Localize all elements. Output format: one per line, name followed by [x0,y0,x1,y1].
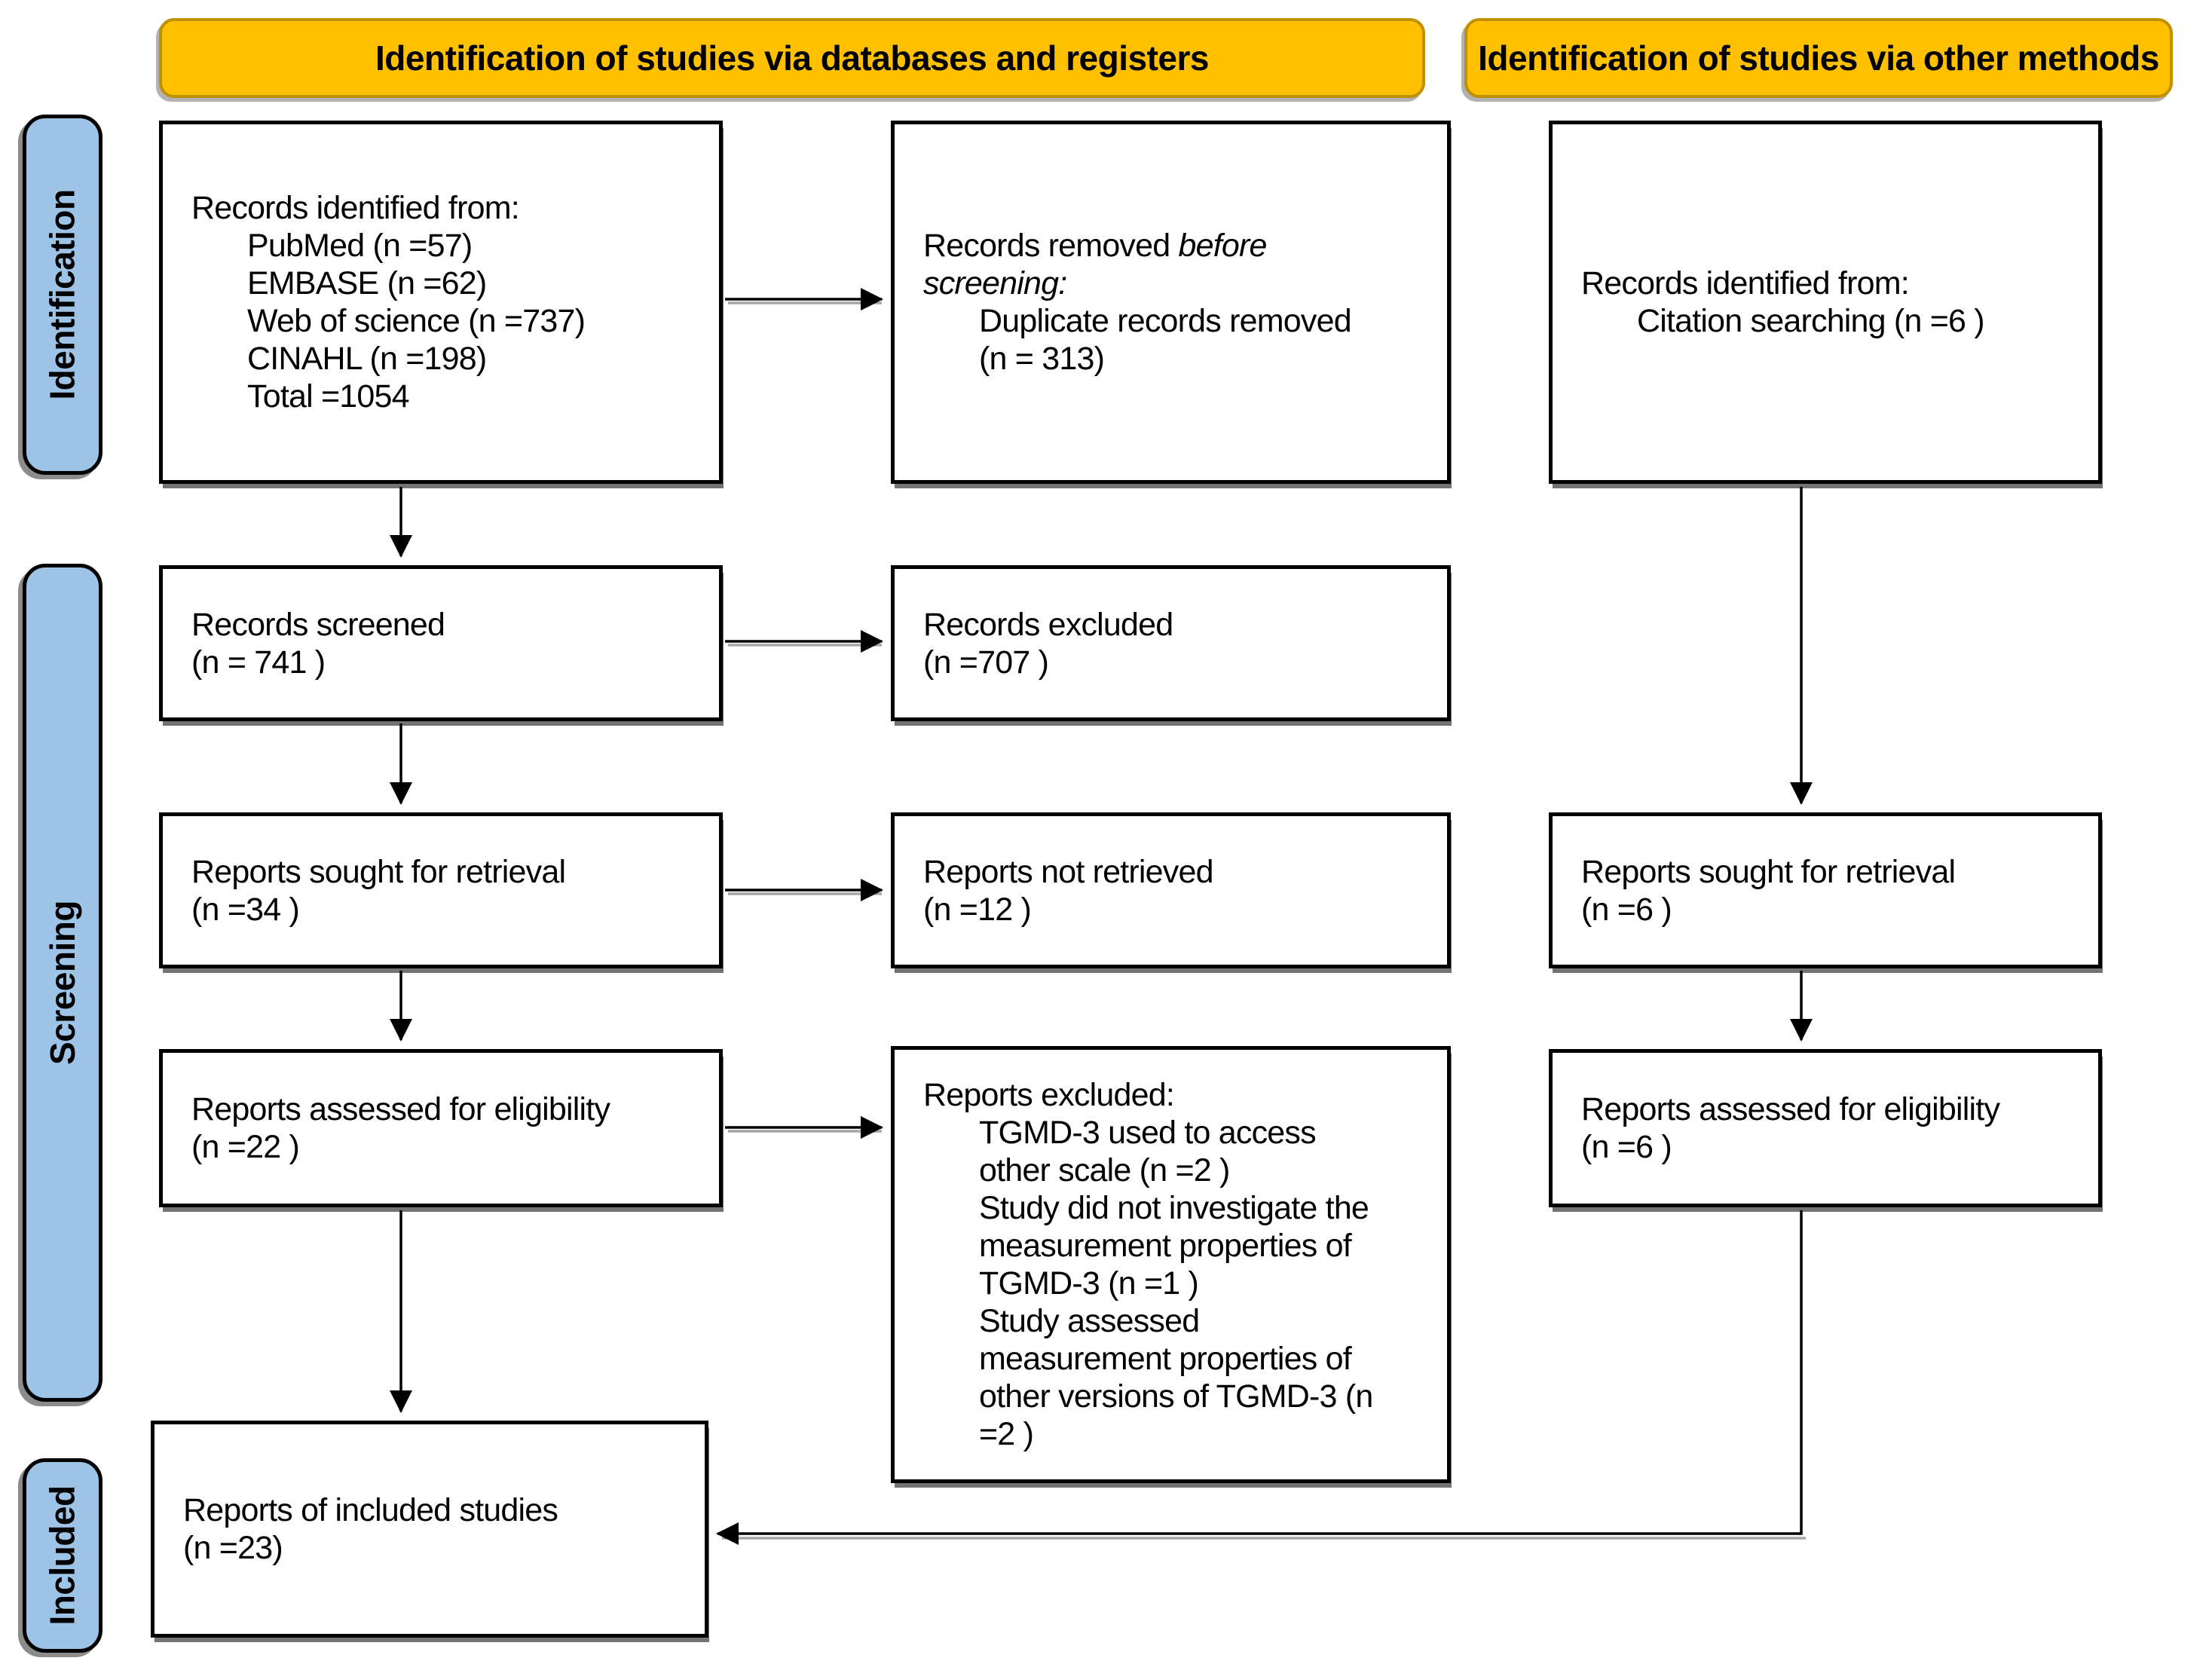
box-text-segment: Records removed [923,228,1179,264]
box-text-line: Reports excluded: [923,1077,1175,1113]
stage-screening: Screening [23,564,102,1402]
box-reports-assessed-databases: Reports assessed for eligibility (n =22 … [159,1049,723,1207]
box-text-line: Records identified from: [191,190,520,226]
box-text-line: (n =6 ) [1581,891,1672,928]
box-text-line: EMBASE (n =62) [247,265,487,301]
box-text-line: =2 ) [979,1416,1034,1452]
box-records-identified-other: Records identified from: Citation search… [1549,121,2102,484]
stage-included-label: Included [43,1485,82,1626]
box-text-line: Records removed before [923,227,1432,265]
stage-identification-label: Identification [43,189,83,400]
box-text-line: Records excluded [923,606,1173,643]
box-text-line: Reports sought for retrieval [191,853,566,890]
box-records-removed-before-screening: Records removed before screening: Duplic… [891,121,1451,484]
box-text-line: Web of science (n =737) [247,303,586,339]
box-text-line: (n =6 ) [1581,1129,1672,1165]
box-reports-sought-databases: Reports sought for retrieval (n =34 ) [159,812,723,968]
box-text-line: Total =1054 [247,378,410,414]
box-reports-included: Reports of included studies (n =23) [151,1421,708,1638]
banner-databases-registers: Identification of studies via databases … [159,18,1425,98]
box-text-line: (n =12 ) [923,891,1032,928]
stage-included: Included [23,1458,102,1653]
box-text-line: Reports sought for retrieval [1581,853,1956,890]
banner-other-methods: Identification of studies via other meth… [1464,18,2173,98]
box-text-line: Study did not investigate the [979,1190,1369,1226]
box-records-identified-databases: Records identified from: PubMed (n =57) … [159,121,723,484]
box-text-line: Reports not retrieved [923,853,1214,890]
box-text-line: other versions of TGMD-3 (n [979,1378,1373,1415]
box-text-line: measurement properties of [979,1341,1352,1377]
box-text-line: Records identified from: [1581,265,1910,301]
box-text-line: Records screened [191,606,445,643]
box-text-line: CINAHL (n =198) [247,341,487,377]
box-text-line: Reports of included studies [183,1492,558,1528]
stage-identification: Identification [23,115,102,475]
box-text-line: Reports assessed for eligibility [1581,1091,2000,1127]
box-text-line: other scale (n =2 ) [979,1152,1230,1188]
box-text-line: TGMD-3 used to access [979,1115,1317,1151]
box-records-screened: Records screened (n = 741 ) [159,565,723,721]
box-records-excluded: Records excluded (n =707 ) [891,565,1451,721]
box-reports-sought-other: Reports sought for retrieval (n =6 ) [1549,812,2102,968]
box-text-line: Citation searching (n =6 ) [1637,303,1985,339]
box-text-line: screening: [923,265,1067,301]
box-text-line: PubMed (n =57) [247,228,473,264]
box-text-line: measurement properties of [979,1228,1352,1264]
box-reports-excluded-reasons: Reports excluded: TGMD-3 used to access … [891,1046,1451,1483]
box-text-segment-italic: before [1178,228,1268,264]
box-text-line: (n =34 ) [191,891,300,928]
stage-screening-label: Screening [43,901,83,1065]
box-reports-not-retrieved: Reports not retrieved (n =12 ) [891,812,1451,968]
box-text-line: (n =22 ) [191,1129,300,1165]
box-text-line: (n = 313) [979,341,1105,377]
box-text-line: (n = 741 ) [191,644,326,681]
box-text-line: (n =707 ) [923,644,1049,681]
box-text-line: Reports assessed for eligibility [191,1091,610,1127]
box-text-line: Duplicate records removed [979,303,1352,339]
box-text-line: TGMD-3 (n =1 ) [979,1265,1199,1302]
box-reports-assessed-other: Reports assessed for eligibility (n =6 ) [1549,1049,2102,1207]
box-text-line: Study assessed [979,1303,1200,1339]
box-text-line: (n =23) [183,1530,283,1566]
